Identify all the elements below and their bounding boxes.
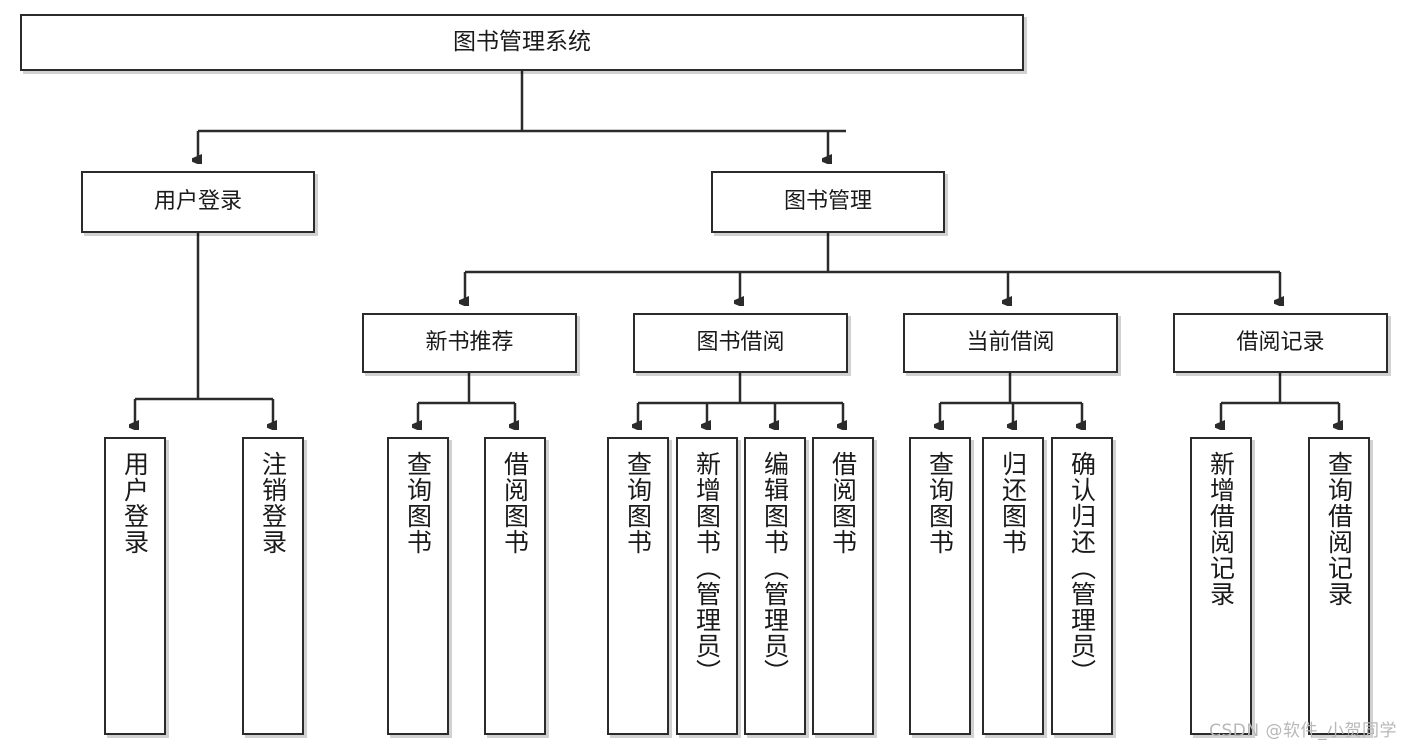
node-leaf-query-book-1-label: 查询图书: [403, 451, 433, 555]
node-leaf-edit-book-label: 编辑图书（管理员）: [760, 451, 790, 685]
node-current-borrow-label: 当前借阅: [966, 329, 1055, 355]
node-leaf-borrow-book-1-label: 借阅图书: [500, 451, 530, 555]
node-leaf-add-book-label: 新增图书（管理员）: [692, 451, 722, 685]
node-user-login-label: 用户登录: [153, 188, 242, 214]
node-leaf-query-book-1[interactable]: 查询图书: [387, 437, 449, 735]
node-borrow-record-label: 借阅记录: [1236, 329, 1325, 355]
node-user-login[interactable]: 用户登录: [81, 171, 315, 233]
node-borrow-record[interactable]: 借阅记录: [1173, 313, 1388, 373]
node-leaf-confirm-return-label: 确认归还（管理员）: [1067, 451, 1097, 685]
node-new-book-rec-label: 新书推荐: [425, 329, 514, 355]
node-leaf-query-record[interactable]: 查询借阅记录: [1308, 437, 1370, 735]
node-book-borrow[interactable]: 图书借阅: [633, 313, 848, 373]
node-leaf-edit-book[interactable]: 编辑图书（管理员）: [744, 437, 806, 735]
node-current-borrow[interactable]: 当前借阅: [903, 313, 1118, 373]
node-leaf-query-book-3-label: 查询图书: [925, 451, 955, 555]
node-leaf-logout-label: 注销登录: [258, 451, 288, 555]
node-leaf-user-login[interactable]: 用户登录: [104, 437, 166, 735]
node-leaf-query-record-label: 查询借阅记录: [1324, 451, 1354, 607]
node-root-label: 图书管理系统: [453, 28, 591, 55]
node-book-manage[interactable]: 图书管理: [711, 171, 945, 233]
node-leaf-user-login-label: 用户登录: [120, 451, 150, 555]
node-leaf-return-book-label: 归还图书: [998, 451, 1028, 555]
node-leaf-return-book[interactable]: 归还图书: [982, 437, 1044, 735]
node-leaf-borrow-book-2-label: 借阅图书: [828, 451, 858, 555]
node-leaf-add-record-label: 新增借阅记录: [1206, 451, 1236, 607]
node-leaf-confirm-return[interactable]: 确认归还（管理员）: [1051, 437, 1113, 735]
node-leaf-add-record[interactable]: 新增借阅记录: [1190, 437, 1252, 735]
node-leaf-query-book-3[interactable]: 查询图书: [909, 437, 971, 735]
node-leaf-query-book-2[interactable]: 查询图书: [607, 437, 669, 735]
node-book-borrow-label: 图书借阅: [696, 329, 785, 355]
node-book-manage-label: 图书管理: [783, 188, 872, 214]
node-leaf-add-book[interactable]: 新增图书（管理员）: [676, 437, 738, 735]
node-leaf-query-book-2-label: 查询图书: [623, 451, 653, 555]
node-leaf-borrow-book-1[interactable]: 借阅图书: [484, 437, 546, 735]
node-leaf-borrow-book-2[interactable]: 借阅图书: [812, 437, 874, 735]
node-root[interactable]: 图书管理系统: [20, 14, 1024, 71]
node-leaf-logout[interactable]: 注销登录: [242, 437, 304, 735]
watermark-text: CSDN @软件_小贺同学: [1209, 721, 1397, 741]
node-new-book-rec[interactable]: 新书推荐: [362, 313, 577, 373]
